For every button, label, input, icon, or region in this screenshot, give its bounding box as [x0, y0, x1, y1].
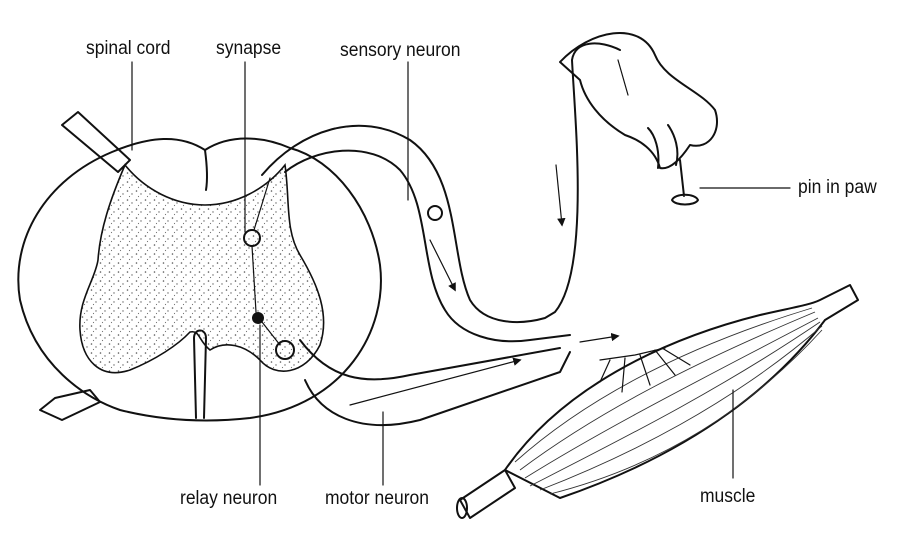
label-muscle: muscle [700, 486, 756, 507]
sensory-into-cord [253, 177, 271, 231]
spinal-cord-outline [17, 137, 382, 422]
relay-fiber [251, 245, 281, 346]
paw-arrow-line [617, 59, 629, 96]
ventral-root-left [39, 389, 101, 421]
muscle-fibers [514, 307, 823, 495]
dorsal-root-left [61, 111, 131, 173]
motor-cell-body [275, 340, 295, 360]
pin [671, 159, 699, 206]
relay-cell-body [252, 312, 264, 324]
paw-outline [559, 32, 718, 170]
sensory-cell-body [427, 205, 443, 221]
label-pin-in-paw: pin in paw [798, 177, 877, 198]
motor-neuron-path-outer [299, 339, 561, 381]
label-relay-neuron: relay neuron [180, 488, 278, 509]
paw-toe-line [647, 127, 660, 169]
motor-neuron-path-inner [304, 351, 571, 427]
sensory-arrow-down [555, 164, 566, 227]
motor-end-plates [599, 347, 691, 393]
muscle-tendon-left [459, 469, 516, 519]
paw-toe-line-2 [667, 124, 679, 166]
label-synapse: synapse [216, 38, 282, 59]
motor-arrow-2 [579, 332, 620, 343]
sensory-neuron-path-inner [284, 149, 571, 343]
muscle-outline [504, 284, 859, 499]
sensory-arrow [429, 239, 456, 292]
tendon-end [456, 497, 468, 519]
label-sensory-neuron: sensory neuron [340, 40, 461, 61]
motor-arrow [349, 357, 522, 406]
dorsal-fissure [204, 149, 209, 191]
label-motor-neuron: motor neuron [325, 488, 429, 509]
sensory-neuron-path-outer [261, 42, 621, 323]
label-spinal-cord: spinal cord [86, 38, 171, 59]
